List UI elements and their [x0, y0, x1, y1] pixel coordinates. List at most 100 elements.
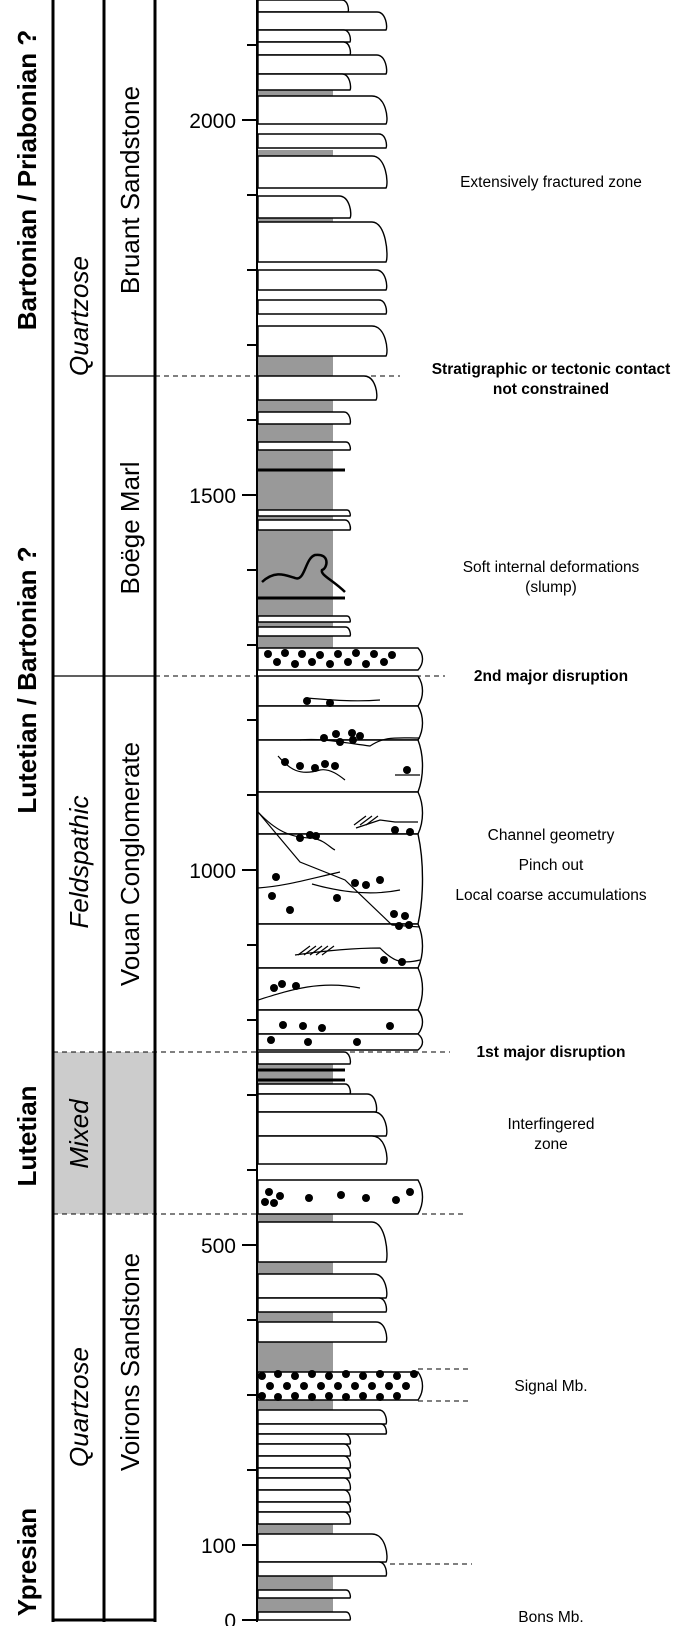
- petrofacies-label-feldspathic: Feldspathic: [64, 796, 94, 929]
- annotation-interfingered-2: zone: [534, 1136, 568, 1153]
- sandstone-bed: [257, 155, 388, 189]
- sandstone-bed: [257, 73, 352, 91]
- stage-label-bartonian-priabonian: Bartonian / Priabonian ?: [12, 30, 42, 330]
- annotation-soft-2: (slump): [525, 579, 577, 596]
- pebble: [351, 1382, 359, 1390]
- pebble: [321, 760, 329, 768]
- annotation-first-disruption: 1st major disruption: [477, 1044, 626, 1061]
- pebble: [390, 910, 398, 918]
- pebble: [261, 1198, 269, 1206]
- pebble: [392, 1196, 400, 1204]
- pebble: [395, 922, 403, 930]
- pebble: [359, 1392, 367, 1400]
- pebble: [334, 650, 342, 658]
- pebble: [308, 658, 316, 666]
- sandstone-bed: [257, 519, 352, 531]
- pebble: [348, 729, 356, 737]
- sandstone-bed: [257, 1221, 388, 1263]
- pebble: [376, 1393, 384, 1401]
- sandstone-bed: [257, 269, 388, 291]
- pebble: [316, 651, 324, 659]
- annotation-channel: Channel geometry: [488, 827, 615, 844]
- sandstone-bed: [257, 1489, 352, 1503]
- pebble: [278, 980, 286, 988]
- pebble: [299, 1022, 307, 1030]
- pebble: [300, 1382, 308, 1390]
- sandstone-bed: [257, 1611, 351, 1621]
- sandstone-bed: [257, 1273, 388, 1299]
- sandstone-bed: [257, 1467, 352, 1479]
- formation-label-vouan: Vouan Conglomerate: [115, 742, 145, 986]
- pebble: [325, 1392, 333, 1400]
- petrofacies-label-quartzose-lower: Quartzose: [64, 1347, 94, 1467]
- pebble: [296, 834, 304, 842]
- pebble: [291, 660, 299, 668]
- conglomerate-bed: [257, 705, 424, 741]
- conglomerate-bed: [257, 923, 424, 969]
- depth-axis-labeled-ticks: [242, 119, 257, 1621]
- sandstone-bed: [257, 615, 351, 623]
- column-dividers: [53, 375, 155, 677]
- pebble: [393, 1392, 401, 1400]
- sandstone-bed: [257, 375, 378, 401]
- pebble: [406, 1188, 414, 1196]
- pebble: [398, 958, 406, 966]
- sandstone-bed: [257, 0, 350, 13]
- sandstone-bed: [257, 1135, 388, 1165]
- annotation-contact-1: Stratigraphic or tectonic contact: [432, 361, 671, 378]
- sandstone-bed: [257, 299, 388, 315]
- pebble: [388, 651, 396, 659]
- sandstone-bed: [257, 1423, 388, 1435]
- sandstone-bed: [257, 441, 351, 451]
- annotation-second-disruption: 2nd major disruption: [474, 668, 628, 685]
- depth-tick-label-2000: 2000: [189, 110, 236, 133]
- depth-tick-label-1000: 1000: [189, 860, 236, 883]
- depth-tick-label-100: 100: [201, 1535, 236, 1558]
- annotation-interfingered-1: Interfingered: [507, 1116, 594, 1133]
- pebble: [265, 1188, 273, 1196]
- sandstone-bed: [257, 195, 352, 219]
- pebble: [349, 736, 357, 744]
- pebble: [270, 984, 278, 992]
- pebble: [276, 1192, 284, 1200]
- pebble: [273, 658, 281, 666]
- pebbles: [258, 649, 418, 1401]
- pebble: [291, 1372, 299, 1380]
- sandstone-bed: [257, 626, 352, 637]
- stage-label-lutetian: Lutetian: [12, 1085, 42, 1186]
- sandstone-bed: [257, 95, 388, 125]
- pebble: [267, 1036, 275, 1044]
- formation-label-boege: Boëge Marl: [115, 462, 145, 595]
- pebble: [410, 1370, 418, 1378]
- pebble: [326, 660, 334, 668]
- sandstone-bed: [257, 54, 388, 75]
- pebble: [308, 1393, 316, 1401]
- sandstone-bed: [257, 509, 351, 517]
- sandstone-bed: [257, 1051, 352, 1065]
- pebble: [368, 1382, 376, 1390]
- sandstone-bed: [257, 1561, 388, 1577]
- petrofacies-label-quartzose-upper: Quartzose: [64, 256, 94, 376]
- sandstone-bed: [257, 1321, 388, 1343]
- pebble: [266, 1382, 274, 1390]
- annotation-signal: Signal Mb.: [514, 1378, 587, 1395]
- pebble: [326, 699, 334, 707]
- sandstone-bed: [257, 1409, 388, 1425]
- conglomerate-bed: [257, 675, 424, 707]
- sandstone-bed: [257, 325, 388, 357]
- sandstone-bed: [257, 1433, 352, 1445]
- pebble: [342, 1393, 350, 1401]
- sandstone-bed: [257, 1093, 378, 1113]
- pebble: [352, 649, 360, 657]
- annotation-pinch: Pinch out: [519, 857, 584, 874]
- annotation-soft-1: Soft internal deformations: [463, 559, 640, 576]
- pebble: [320, 734, 328, 742]
- pebble: [362, 660, 370, 668]
- annotation-bons: Bons Mb.: [518, 1609, 583, 1626]
- sandstone-bed: [257, 1477, 352, 1491]
- conglomerate-features: [257, 697, 421, 1001]
- pebble: [304, 1038, 312, 1046]
- pebble: [380, 658, 388, 666]
- sandstone-bed: [257, 1533, 388, 1563]
